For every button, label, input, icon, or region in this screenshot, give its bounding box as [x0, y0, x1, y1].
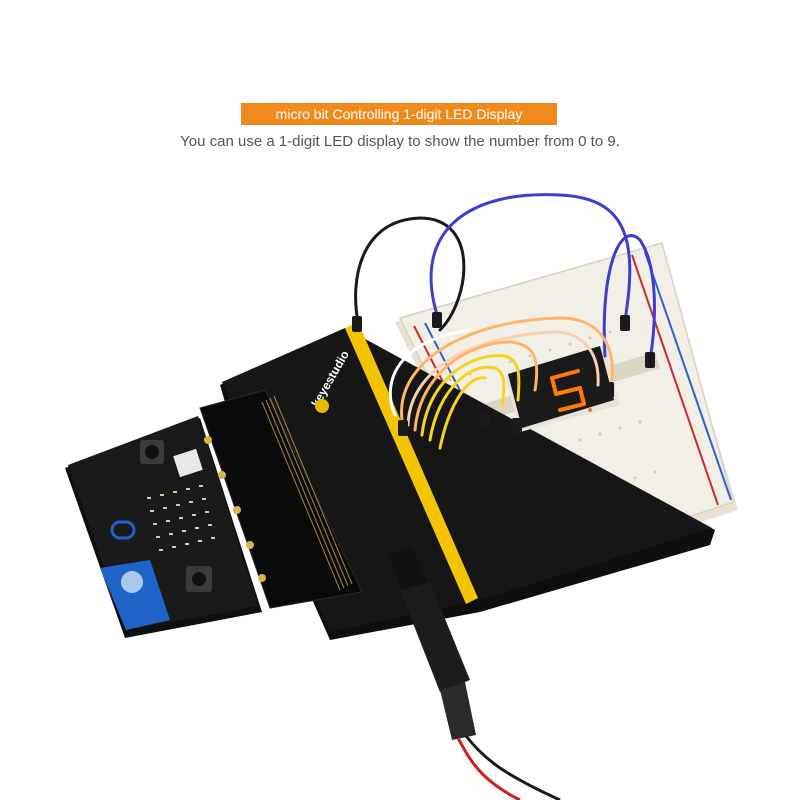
wire-plugs: [352, 312, 655, 436]
subtitle: You can use a 1-digit LED display to sho…: [180, 133, 620, 150]
power-jack: [388, 548, 561, 800]
jumper-wires: [354, 193, 656, 450]
edge-connector: [199, 389, 363, 609]
title-badge: micro bit Controlling 1-digit LED Displa…: [241, 103, 557, 125]
seven-segment-display: [505, 345, 620, 432]
microbit-board: [65, 416, 262, 638]
